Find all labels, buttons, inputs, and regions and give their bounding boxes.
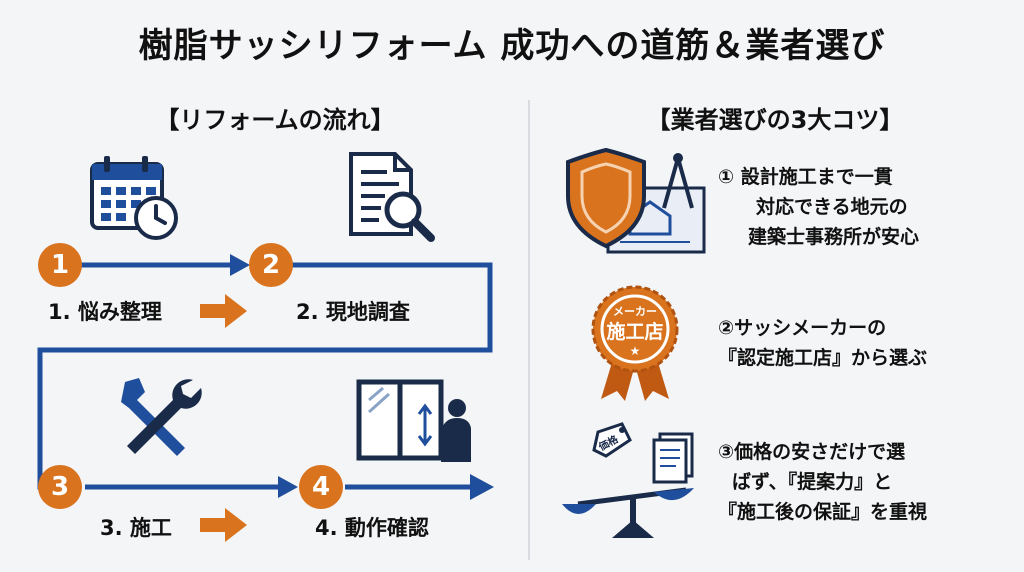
step-number-1: 1 bbox=[38, 243, 82, 287]
tip-1-text: ① 設計施工まで一貫 対応できる地元の 建築士事務所が安心 bbox=[718, 162, 1018, 252]
step-label-3: 3. 施工 bbox=[100, 516, 172, 540]
tip-2-text: ②サッシメーカーの 『認定施工店』から選ぶ bbox=[718, 313, 1018, 373]
tip-1-line-3: 建築士事務所が安心 bbox=[748, 226, 920, 248]
calendar-icon bbox=[90, 156, 178, 240]
badge-top-text: メーカー bbox=[613, 305, 657, 318]
badge-main-text: 施工店 bbox=[606, 320, 663, 343]
tip-2-line-2: 『認定施工店』から選ぶ bbox=[718, 347, 928, 369]
tip-2-line-1: ②サッシメーカーの bbox=[718, 317, 887, 339]
tools-icon bbox=[121, 378, 202, 456]
step-label-1: 1. 悩み整理 bbox=[48, 300, 162, 324]
section-divider bbox=[528, 100, 530, 560]
window-person-icon bbox=[356, 379, 471, 462]
document-search-icon bbox=[349, 152, 435, 242]
step-number-3: 3 bbox=[38, 465, 82, 509]
step-label-2: 2. 現地調査 bbox=[296, 300, 410, 324]
tip-1-line-2: 対応できる地元の bbox=[756, 196, 908, 218]
certified-badge-icon: メーカー 施工店 ★ bbox=[591, 285, 679, 401]
shield-blueprint-icon bbox=[566, 148, 706, 254]
step-number-2: 2 bbox=[249, 243, 293, 287]
step-label-4: 4. 動作確認 bbox=[315, 516, 429, 540]
scale-price-icon: 価格 bbox=[562, 422, 694, 538]
page-title: 樹脂サッシリフォーム 成功への道筋＆業者選び bbox=[138, 26, 886, 66]
step-number-4: 4 bbox=[299, 465, 343, 509]
tip-1-line-1: ① 設計施工まで一貫 bbox=[718, 166, 893, 188]
tip-3-line-3: 『施工後の保証』を重視 bbox=[718, 501, 928, 523]
tips-heading: 【業者選びの3大コツ】 bbox=[646, 106, 904, 134]
svg-text:★: ★ bbox=[630, 344, 641, 358]
tip-3-line-1: ③価格の安さだけで選 bbox=[718, 441, 906, 463]
tip-3-text: ③価格の安さだけで選 ばず、『提案力』と 『施工後の保証』を重視 bbox=[718, 437, 1018, 527]
flow-heading: 【リフォームの流れ】 bbox=[155, 106, 395, 134]
tip-3-line-2: ばず、『提案力』と bbox=[732, 471, 893, 493]
